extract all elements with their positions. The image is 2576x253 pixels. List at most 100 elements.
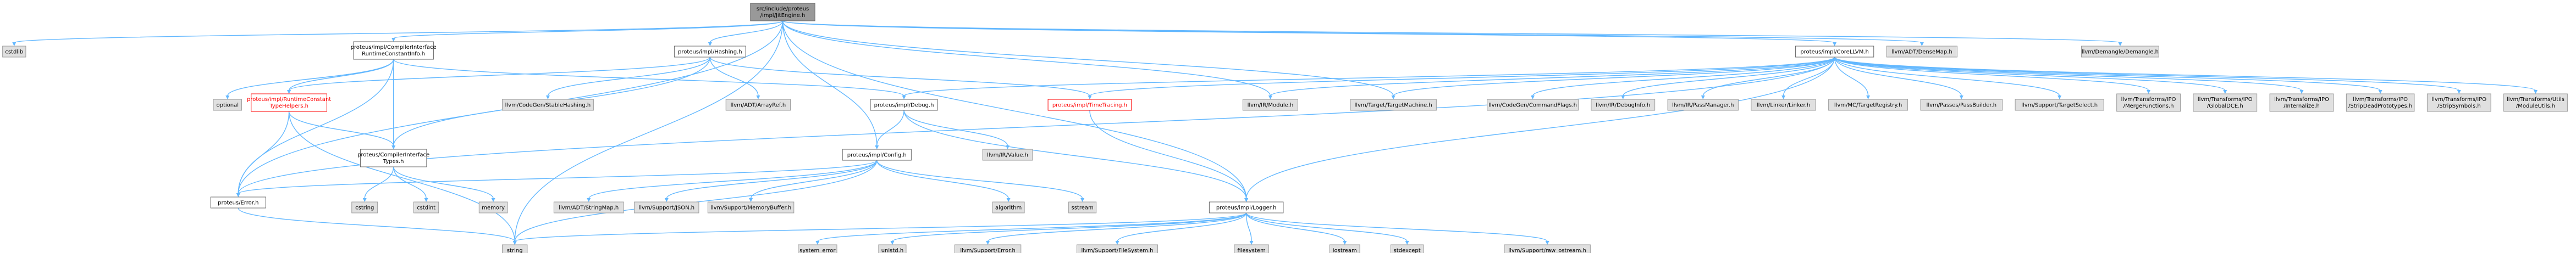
node-label: llvm/CodeGen/CommandFlags.h [1488,103,1577,109]
edge-arrowhead [287,90,291,94]
edge-hashing-arrayref [709,57,759,97]
node-label: proteus/impl/Debug.h [874,103,934,109]
node-label: Types.h [383,159,404,165]
node-cstdint: cstdint [413,201,439,213]
node-label: proteus/impl/Hashing.h [678,49,742,55]
edge-logger-unistd [892,212,1247,242]
node-label: /StripSymbols.h [2437,103,2481,109]
edge-config-stringmap [588,160,878,199]
edge-arrowhead [1088,95,1092,99]
edge-corelvm-debug [903,57,1835,97]
edge-arrowhead [1391,95,1395,99]
node-label: llvm/Support/TargetSelect.h [2021,103,2098,109]
node-label: llvm/Transforms/IPO [2274,97,2329,103]
node-root[interactable]: src/include/proteus/impl/JitEngine.h [750,3,815,21]
edge-arrowhead [236,193,240,197]
edge-root-cstdlib [14,20,784,43]
node-box [1828,99,1908,111]
edge-arrowhead [491,198,495,202]
edge-root-logger [782,20,1247,199]
edge-corelvm-mergefunctions [1834,57,2149,91]
node-label: optional [216,103,239,109]
node-box [992,201,1025,213]
node-stringmap: llvm/ADT/StringMap.h [553,201,624,213]
edge-corelvm-stripsymbols [1834,57,2459,91]
edge-corelvm-timetracing [1089,57,1835,97]
node-label: system_error [799,248,836,253]
node-box [2346,93,2415,112]
edge-runtimeconstant-citypes [288,111,394,147]
edge-logger-string [514,212,1247,242]
node-box [553,201,624,213]
node-box [1487,99,1579,111]
node-label: llvm/Demangle/Demangle.h [2082,49,2159,55]
node-filesystem_h: llvm/Support/FileSystem.h [1076,244,1159,253]
edge-arrowhead [2533,90,2538,94]
node-label: llvm/ADT/DenseMap.h [1891,49,1952,55]
node-label: iostream [1333,248,1357,253]
node-module: llvm/IR/Module.h [1242,99,1298,111]
node-box [870,99,938,111]
node-label: llvm/Transforms/IPO [2353,97,2408,103]
node-label: /impl/JitEngine.h [760,13,806,19]
node-corelvm[interactable]: proteus/impl/CoreLLVM.h [1795,46,1874,58]
edge-arrowhead [2457,90,2461,94]
node-debug[interactable]: proteus/impl/Debug.h [870,99,938,111]
node-passmanager: llvm/IR/PassManager.h [1667,99,1739,111]
node-logger[interactable]: proteus/impl/Logger.h [1209,201,1284,213]
edge-corelvm-passbuilder [1834,57,1962,97]
edge-root-hashing [709,20,784,43]
node-commandflags: llvm/CodeGen/CommandFlags.h [1487,99,1579,111]
node-hashing[interactable]: proteus/impl/Hashing.h [674,46,746,58]
node-moduleutils: llvm/Transforms/Utils/ModuleUtils.h [2503,93,2568,112]
edge-arrowhead [2299,90,2304,94]
edge-config-sstream [876,160,1083,199]
node-error[interactable]: proteus/Error.h [210,196,266,209]
edge-arrowhead [875,145,879,149]
node-sstream: sstream [1068,201,1097,213]
node-supporterror: llvm/Support/Error.h [954,244,1022,253]
edge-logger-system_error [817,212,1247,242]
edge-root-module [782,20,1271,97]
node-box [798,244,837,253]
node-box [954,244,1022,253]
node-box [502,244,528,253]
edge-root-compilerinterface [393,20,784,39]
node-box [2015,99,2104,111]
edge-arrowhead [1006,198,1011,202]
node-runtimeconstant[interactable]: proteus/impl/RuntimeConstantTypeHelpers.… [247,93,331,112]
node-label: src/include/proteus [757,6,809,12]
edge-arrowhead [225,95,230,99]
node-timetracing[interactable]: proteus/impl/TimeTracing.h [1047,99,1132,111]
node-box [210,196,266,209]
edge-arrowhead [902,95,906,99]
edge-arrowhead [1244,198,1249,202]
node-stripdead: llvm/Transforms/IPO/StripDeadPrototypes.… [2346,93,2415,112]
node-compilerinterface[interactable]: proteus/impl/CompilerInterfaceRuntimeCon… [351,41,437,60]
node-label: /MergeFunctions.h [2123,103,2174,109]
node-config[interactable]: proteus/impl/Config.h [842,149,912,161]
edge-corelvm-targetselect [1834,57,2060,97]
edge-arrowhead [708,42,712,46]
node-label: proteus/Error.h [218,200,258,206]
edge-arrowhead [2147,90,2151,94]
node-label: llvm/Transforms/Utils [2507,97,2564,103]
node-box [353,41,434,60]
node-box [725,99,791,111]
edge-arrowhead [1866,95,1871,99]
node-passbuilder: llvm/Passes/PassBuilder.h [1920,99,2003,111]
node-targetselect: llvm/Support/TargetSelect.h [2015,99,2104,111]
node-label: llvm/ADT/ArrayRef.h [731,103,786,109]
edge-arrowhead [362,198,367,202]
node-box [413,201,439,213]
node-label: /StripDeadPrototypes.h [2348,103,2412,109]
node-label: proteus/impl/CoreLLVM.h [1800,49,1869,55]
node-box [1886,46,1958,58]
node-label: llvm/Transforms/IPO [2198,97,2253,103]
node-box [1390,244,1424,253]
edge-arrowhead [391,38,396,42]
node-label: llvm/Target/TargetMachine.h [1355,103,1432,109]
node-label: proteus/impl/Config.h [847,153,907,159]
